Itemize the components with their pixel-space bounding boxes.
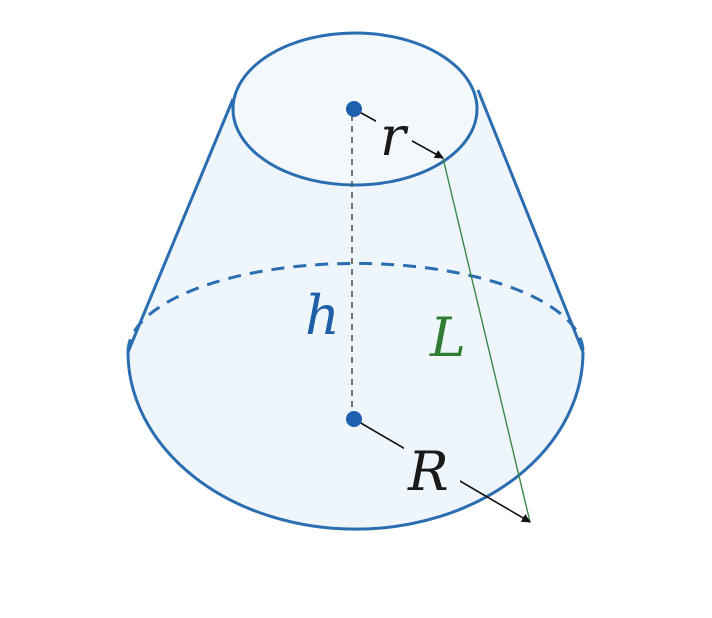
label-pad-R — [404, 440, 460, 498]
bottom-center-dot — [346, 411, 362, 427]
label-slant-height: L — [429, 306, 466, 369]
label-pad-h — [302, 290, 344, 340]
frustum-left-side — [126, 98, 235, 353]
label-top-radius: r — [380, 105, 409, 168]
frustum-body — [128, 90, 583, 530]
slant-height-line — [442, 157, 531, 523]
base-ellipse-front — [126, 351, 585, 531]
label-height: h — [305, 284, 340, 347]
base-ellipse-back-dashed — [126, 261, 585, 353]
top-center-dot — [346, 101, 362, 117]
frustum-right-side — [476, 89, 585, 353]
label-pad-r — [376, 108, 412, 164]
label-bottom-radius: R — [407, 440, 449, 503]
